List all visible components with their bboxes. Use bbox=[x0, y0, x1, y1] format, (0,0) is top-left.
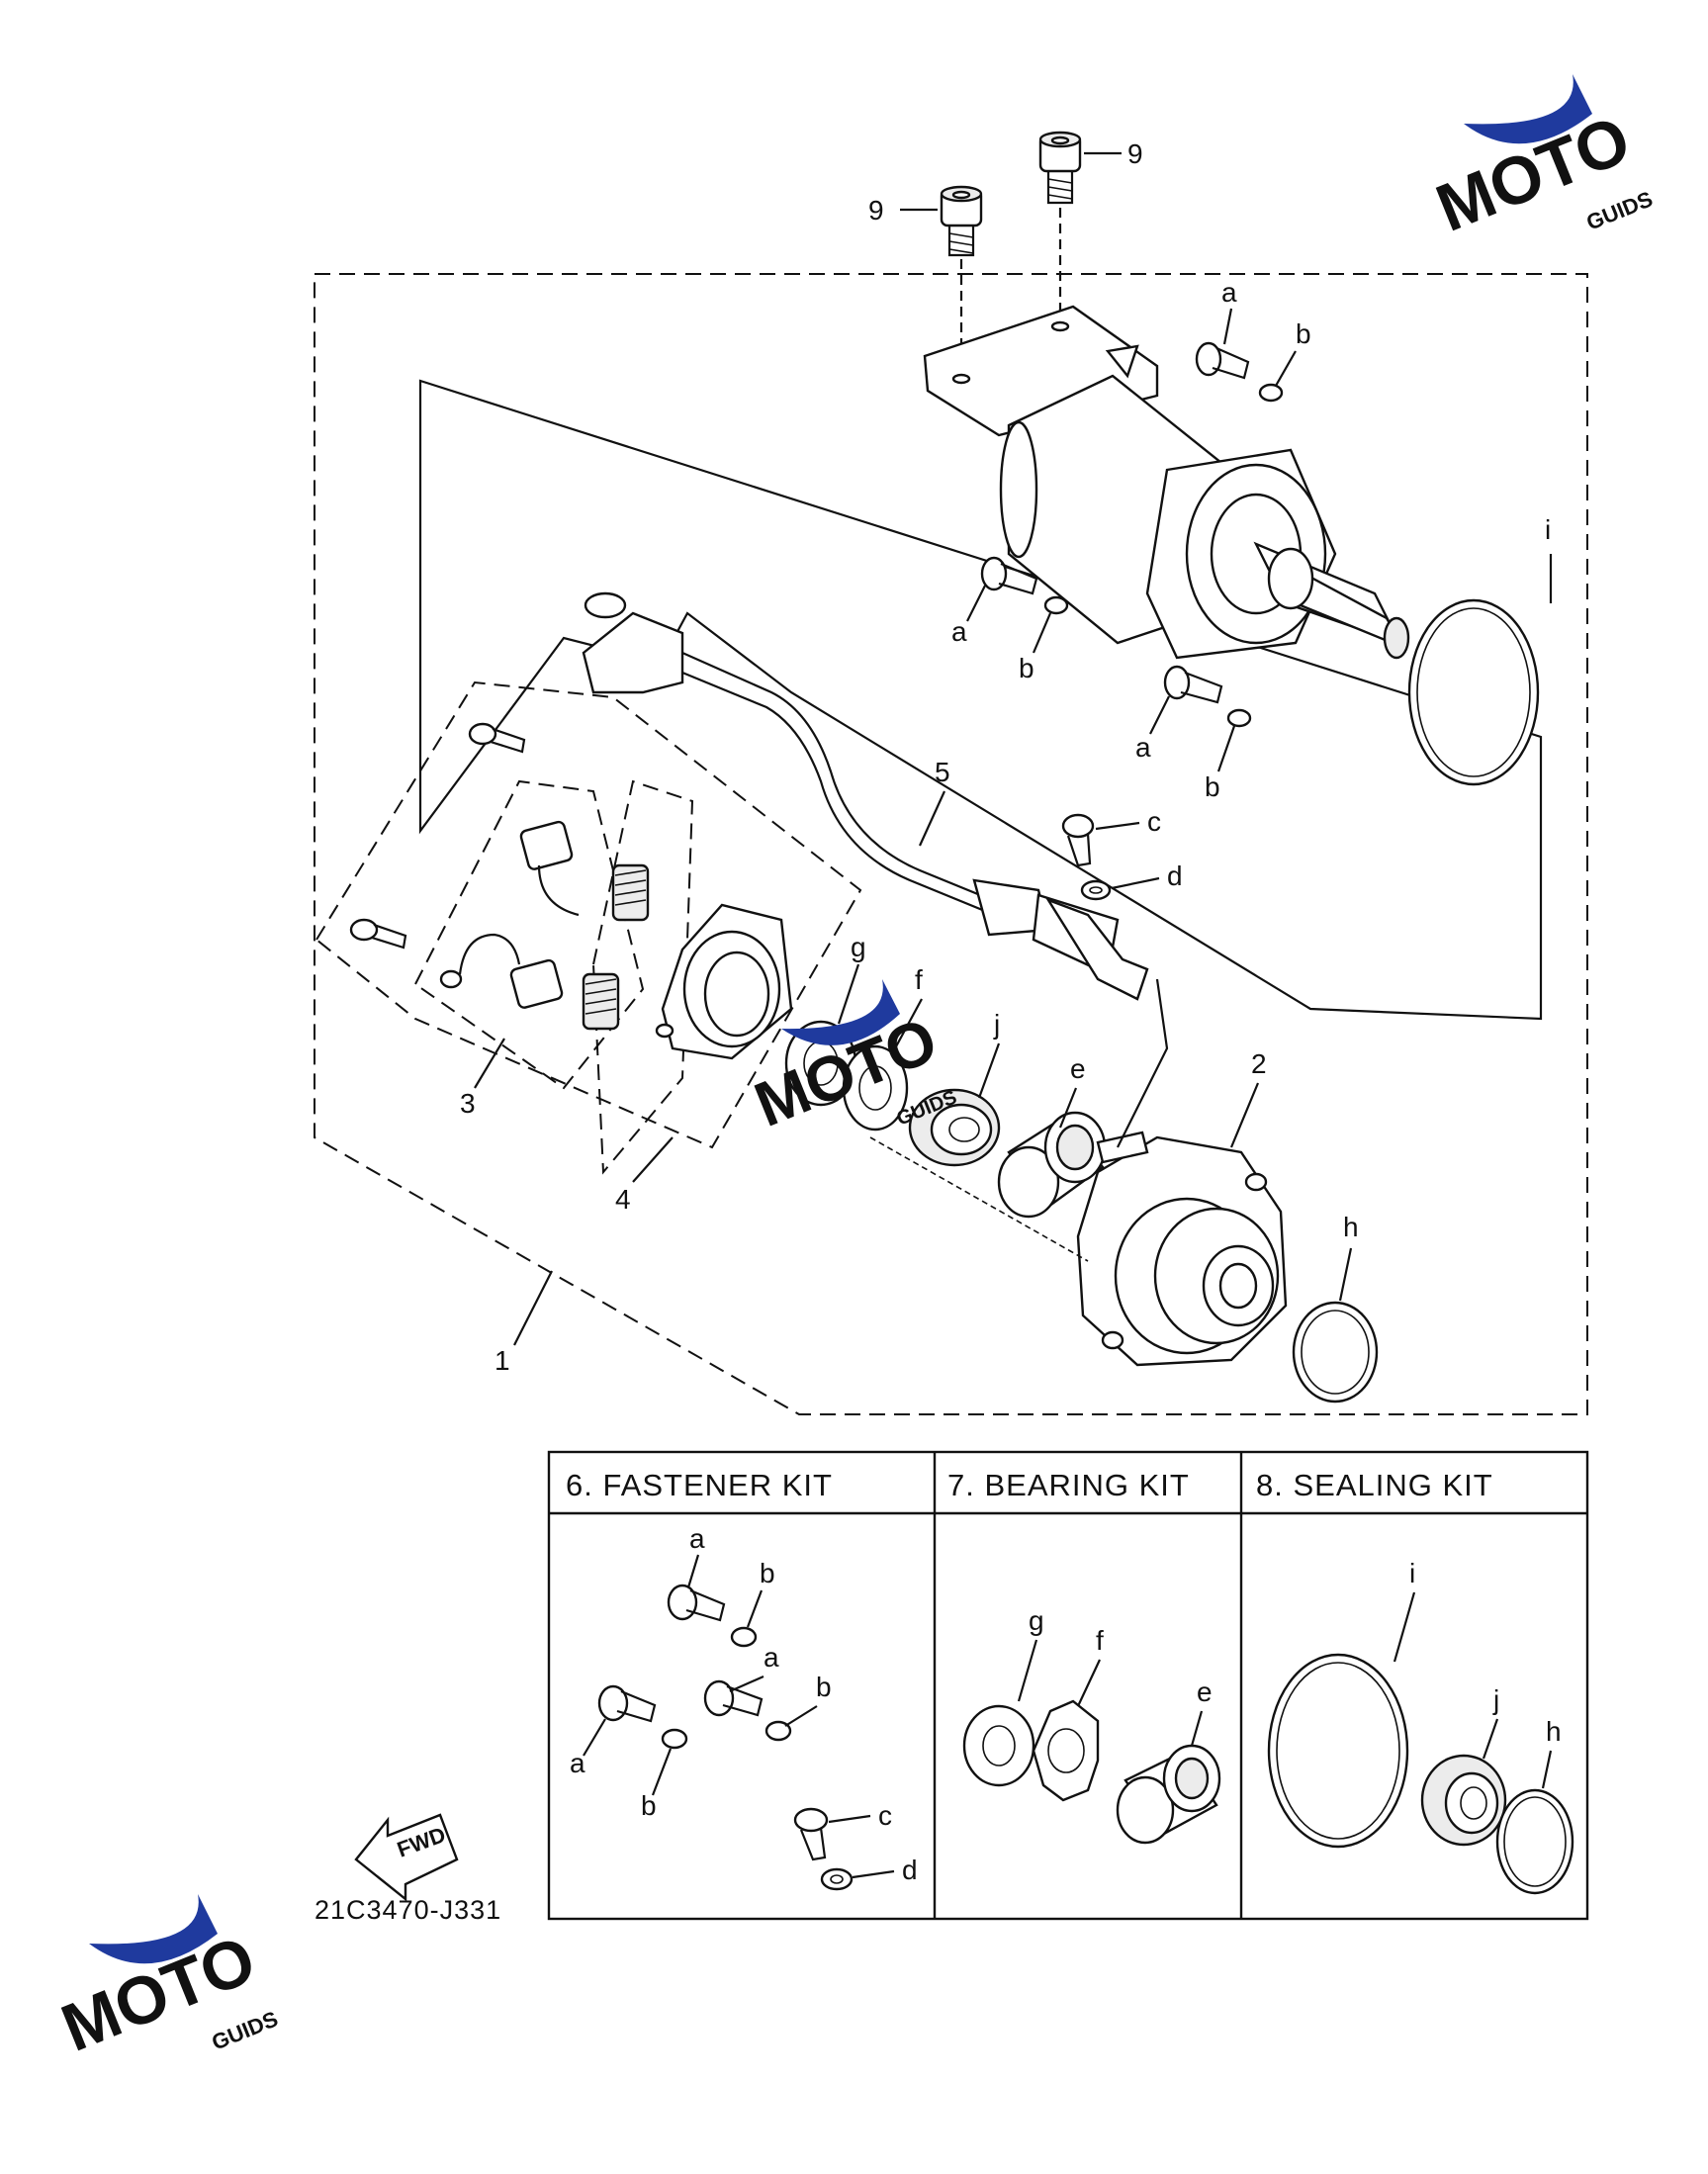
screw-a-2 bbox=[980, 556, 1069, 615]
fastener-kit-parts bbox=[597, 1584, 854, 1891]
o-ring-h-upper bbox=[1292, 1301, 1379, 1404]
callout-4: 4 bbox=[615, 1184, 631, 1215]
callout-h-upper: h bbox=[1343, 1212, 1359, 1242]
kit-callout-c: c bbox=[878, 1800, 892, 1831]
kit-callout-b-3: b bbox=[641, 1790, 657, 1821]
screw-a-3 bbox=[1163, 665, 1252, 728]
callout-c: c bbox=[1147, 806, 1161, 837]
callout-3: 3 bbox=[460, 1088, 476, 1119]
callout-1: 1 bbox=[494, 1345, 510, 1376]
kit-callout-b-2: b bbox=[816, 1672, 832, 1702]
kit-callout-a-2: a bbox=[764, 1642, 779, 1673]
assembly-boundary bbox=[314, 273, 1588, 1415]
callout-j-upper: j bbox=[993, 1009, 1000, 1040]
oil-seal-j-upper bbox=[908, 1088, 1001, 1167]
callout-a-1: a bbox=[1221, 277, 1237, 308]
front-cover-2 bbox=[1076, 1131, 1288, 1367]
kit-callout-a-1: a bbox=[689, 1523, 705, 1554]
bolt-9-right bbox=[1038, 131, 1082, 205]
watermark-logo-top: MOTO GUIDS bbox=[1426, 74, 1656, 246]
screw-a-1 bbox=[1195, 341, 1284, 403]
kit-callout-j: j bbox=[1492, 1684, 1499, 1715]
callout-2: 2 bbox=[1251, 1048, 1267, 1079]
washer-d bbox=[1080, 879, 1112, 901]
kit-title-sealing: 8. SEALING KIT bbox=[1256, 1468, 1493, 1502]
callout-b-1: b bbox=[1296, 318, 1311, 349]
bearing-kit-parts bbox=[962, 1699, 1221, 1845]
kit-callout-g: g bbox=[1029, 1605, 1044, 1636]
lead-wire-5 bbox=[582, 591, 1149, 1001]
kit-callout-e: e bbox=[1197, 1676, 1213, 1707]
kit-table bbox=[547, 1450, 1589, 1921]
kit-callout-b-1: b bbox=[760, 1558, 775, 1588]
callout-d: d bbox=[1167, 861, 1183, 891]
kit-title-bearing: 7. BEARING KIT bbox=[947, 1468, 1190, 1502]
o-ring-i-upper bbox=[1407, 598, 1540, 786]
fwd-arrow: FWD bbox=[354, 1813, 459, 1902]
callout-g-upper: g bbox=[851, 932, 866, 962]
callout-9-right: 9 bbox=[1127, 138, 1143, 169]
spring-sub-boundary bbox=[591, 779, 694, 1175]
sealing-kit-parts bbox=[1267, 1653, 1574, 1895]
callout-5: 5 bbox=[935, 757, 950, 787]
kit-callout-i: i bbox=[1409, 1558, 1415, 1588]
callout-a-2: a bbox=[951, 616, 967, 647]
callout-b-3: b bbox=[1205, 771, 1220, 802]
screw-c bbox=[1061, 813, 1095, 867]
brush-holder-boundary bbox=[315, 680, 862, 1149]
callout-a-3: a bbox=[1135, 732, 1151, 763]
kit-callout-h: h bbox=[1546, 1716, 1562, 1747]
callout-f-upper: f bbox=[915, 964, 923, 995]
kit-title-fastener: 6. FASTENER KIT bbox=[566, 1468, 833, 1502]
bearing-e-upper bbox=[997, 1111, 1107, 1219]
brush-holder bbox=[349, 722, 793, 1060]
callout-e-upper: e bbox=[1070, 1053, 1086, 1084]
watermark-sub-top: GUIDS bbox=[1583, 186, 1657, 234]
watermark-logo-bottom: MOTO GUIDS bbox=[51, 1894, 281, 2066]
diagram-code: 21C3470-J331 bbox=[315, 1895, 501, 1925]
motor-case-enclosure bbox=[418, 379, 1543, 1021]
motor-yoke bbox=[923, 305, 1410, 660]
callout-b-2: b bbox=[1019, 653, 1034, 683]
callout-i-upper: i bbox=[1545, 514, 1551, 545]
bolt-9-left bbox=[940, 185, 983, 257]
kit-callout-d: d bbox=[902, 1855, 918, 1885]
kit-callout-a-3: a bbox=[570, 1748, 585, 1778]
watermark-sub-bottom: GUIDS bbox=[209, 2006, 282, 2054]
callout-9-left: 9 bbox=[868, 195, 884, 226]
brush-sub-boundary bbox=[413, 779, 645, 1090]
kit-callout-f: f bbox=[1096, 1625, 1104, 1656]
lock-washer-f-upper bbox=[842, 1044, 909, 1132]
